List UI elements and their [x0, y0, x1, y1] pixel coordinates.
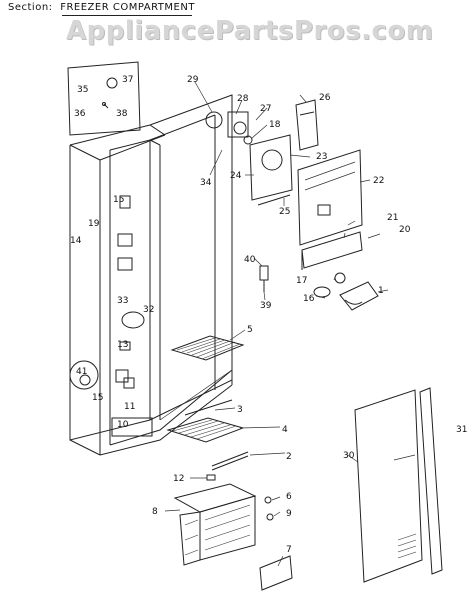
drain-pad — [339, 281, 379, 311]
callout-1: 1 — [378, 286, 384, 296]
callout-41: 41 — [76, 367, 87, 377]
callout-25: 25 — [279, 207, 290, 217]
callout-10: 10 — [117, 420, 129, 430]
fan-bracket — [249, 134, 293, 206]
callout-19: 19 — [88, 219, 100, 229]
callout-26: 26 — [319, 93, 331, 103]
clip-part-12 — [206, 474, 216, 481]
rear-panel-30 — [354, 389, 423, 583]
callout-4: 4 — [282, 425, 288, 435]
part-41-circle — [69, 360, 99, 390]
watermark: AppliancePartsPros.com — [66, 16, 434, 46]
callout-11: 11 — [124, 402, 135, 412]
callout-13: 13 — [117, 340, 128, 350]
callout-28: 28 — [237, 94, 249, 104]
callout-8: 8 — [152, 507, 158, 517]
defrost-heater-cover — [301, 231, 363, 270]
callout-9: 9 — [286, 509, 292, 519]
wire-shelf-4 — [166, 417, 245, 443]
callout-15a: 15 — [113, 195, 124, 205]
section-name: FREEZER COMPARTMENT — [60, 2, 195, 13]
callout-16: 16 — [303, 294, 315, 304]
callout-31: 31 — [456, 425, 467, 435]
leader-lines — [164, 81, 416, 567]
callout-32: 32 — [143, 305, 154, 315]
screw-part-9 — [266, 513, 274, 521]
strip-part-31 — [419, 387, 443, 575]
callout-3: 3 — [237, 405, 243, 415]
callout-7: 7 — [286, 545, 292, 555]
callout-37: 37 — [122, 75, 133, 85]
callout-15b: 15 — [92, 393, 103, 403]
evaporator-cover — [297, 149, 363, 246]
callout-30: 30 — [343, 451, 355, 461]
screw-part-6 — [264, 496, 272, 504]
callout-17: 17 — [296, 276, 307, 286]
callout-2: 2 — [286, 452, 292, 462]
callout-36: 36 — [74, 109, 86, 119]
support-part-3 — [184, 399, 233, 416]
cabinet-shell — [69, 94, 233, 456]
callout-35: 35 — [77, 85, 88, 95]
callout-12: 12 — [173, 474, 184, 484]
section-header: Section: FREEZER COMPARTMENT — [8, 2, 195, 13]
rod-part-2 — [211, 451, 249, 471]
callout-14: 14 — [70, 236, 82, 246]
fan-shroud-26 — [295, 99, 319, 151]
callout-labels: 1 2 3 4 5 6 7 8 9 10 11 12 13 14 15 15 1… — [70, 75, 467, 555]
callout-40: 40 — [244, 255, 256, 265]
callout-18: 18 — [269, 120, 281, 130]
callout-33: 33 — [117, 296, 128, 306]
callout-23: 23 — [316, 152, 327, 162]
fan-motor-27-29 — [205, 111, 253, 145]
section-label: Section: — [8, 2, 53, 13]
drain-fitting — [313, 272, 346, 298]
callout-34: 34 — [200, 178, 212, 188]
sensor-39-40 — [259, 265, 269, 292]
callout-27: 27 — [260, 104, 271, 114]
callout-6: 6 — [286, 492, 292, 502]
callout-5: 5 — [247, 325, 253, 335]
callout-39: 39 — [260, 301, 272, 311]
section-underline — [62, 15, 192, 16]
basket-front-7 — [259, 555, 293, 591]
callout-22: 22 — [373, 176, 384, 186]
inset-box — [67, 61, 141, 136]
wire-shelf-5 — [170, 335, 245, 361]
side-brackets — [115, 195, 145, 389]
callout-29: 29 — [187, 75, 199, 85]
basket-part-8 — [173, 483, 257, 566]
callout-21: 21 — [387, 213, 398, 223]
callout-38: 38 — [116, 109, 128, 119]
callout-24: 24 — [230, 171, 242, 181]
callout-20: 20 — [399, 225, 411, 235]
